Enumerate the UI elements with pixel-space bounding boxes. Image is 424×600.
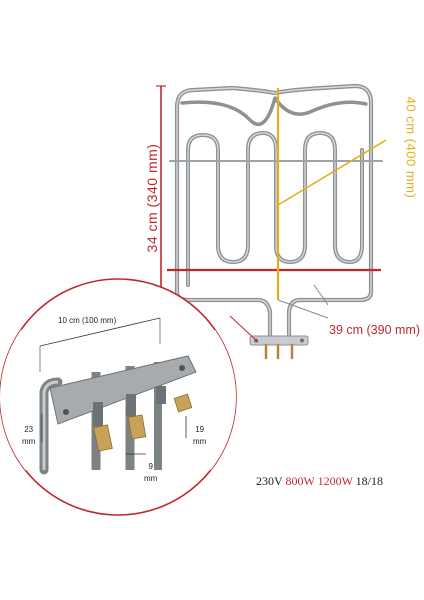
tab-size-unit: mm	[144, 474, 158, 483]
terminal-length-label: 10 cm (100 mm)	[58, 316, 117, 325]
spec-code: 18/18	[355, 474, 384, 488]
right-size-unit: mm	[193, 437, 207, 446]
left-size-unit: mm	[22, 437, 36, 446]
detail-mount-plate	[49, 355, 197, 425]
left-size-value: 23	[24, 425, 34, 434]
spec-voltage: 230V	[256, 474, 283, 488]
detail-terminals	[93, 386, 193, 452]
right-size-value: 19	[195, 425, 205, 434]
left-size-label: 23 mm	[22, 424, 35, 448]
diagonal-dimension-label: 40 cm (400 mm)	[403, 96, 419, 199]
spec-power-high: 1200W	[317, 474, 353, 488]
mount-plate	[249, 335, 309, 346]
right-size-label: 19 mm	[193, 424, 206, 448]
tab-size-label: 9 mm	[144, 461, 157, 485]
spec-power-low: 800W	[285, 474, 315, 488]
diagonal-dimension-line	[277, 139, 387, 206]
height-dimension-label: 34 cm (340 mm)	[144, 143, 160, 253]
inner-serpentine	[186, 131, 364, 287]
dimension-lines	[156, 85, 387, 343]
tab-size-value: 9	[148, 462, 153, 471]
width-dimension-label: 39 cm (390 mm)	[329, 323, 420, 337]
spec-line: 230V 800W 1200W 18/18	[256, 474, 383, 489]
detail-magnifier	[0, 278, 237, 516]
